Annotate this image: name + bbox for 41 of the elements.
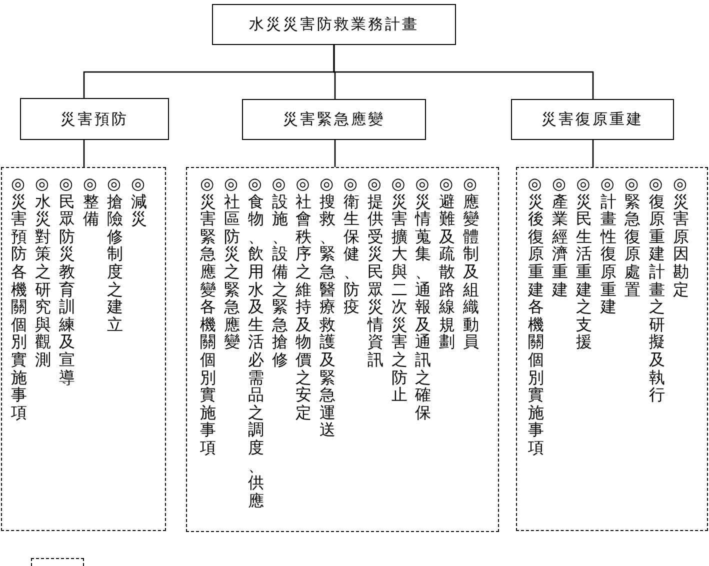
list-item-text: ◎災害原因勘定 — [673, 175, 689, 298]
connector-line — [83, 140, 85, 167]
list-item-text: ◎避難及疏散路線規劃 — [439, 175, 456, 351]
list-item-text: ◎設施、設備之緊急搶修 — [272, 175, 288, 369]
list-item-text: ◎災民生活重建之支援 — [576, 175, 592, 351]
list-item-text: ◎社會秩序之維持及物價之安定 — [296, 175, 312, 422]
list-item-text: ◎提供受災民眾災情資訊 — [367, 175, 384, 369]
list-item-text: ◎復原重建計畫之研擬及執行 — [648, 175, 665, 404]
list-item-text: ◎計畫性復原重建 — [600, 175, 616, 316]
category-box — [242, 99, 426, 140]
list-item-text: ◎災害緊急應變各機關個別實施事項 — [200, 175, 216, 456]
category-label: 災害緊急應變 — [283, 110, 385, 129]
list-item-text: ◎災後復原重建各機關個別實施事項 — [528, 175, 544, 456]
category-label: 災害預防 — [60, 110, 128, 128]
category-box — [511, 99, 674, 140]
dashed-panel — [516, 167, 708, 531]
list-item-text: ◎災害預防各機關個別實施事項 — [11, 175, 27, 422]
list-item-text: ◎災害擴大與二次災害之防止 — [391, 175, 408, 404]
list-item-text: ◎搶險修制度之建立 — [107, 175, 123, 334]
list-item-text: ◎應變體制及組織動員 — [463, 175, 479, 351]
list-item-text: ◎產業經濟重建 — [552, 175, 568, 298]
list-item-text: ◎災情蒐集、通報及通訊之確保 — [415, 175, 432, 422]
category-label: 災害復原重建 — [542, 110, 644, 129]
list-item-text: ◎衛生保健、防疫 — [344, 175, 360, 316]
list-item-text: ◎食物、飲用水及生活必需品之調度、供應 — [248, 175, 264, 510]
list-item-text: ◎減災 — [131, 175, 147, 228]
heading-text: 水災災害防救業務計畫 — [249, 15, 419, 34]
dashed-panel — [1, 167, 166, 531]
connector-line — [333, 45, 594, 99]
title-box — [212, 4, 456, 45]
list-item-text: ◎緊急復原處置 — [624, 175, 641, 298]
list-item-text: ◎整備 — [83, 175, 99, 228]
connector-line — [334, 140, 336, 167]
list-item-text: ◎水災對策之研究與觀測 — [35, 175, 51, 369]
connector-line — [592, 140, 594, 167]
category-box — [20, 98, 169, 140]
list-item-text: ◎搜救、緊急醫療救護及緊急運送 — [320, 175, 336, 439]
list-item-text: ◎民眾防災教育訓練及宣導 — [59, 175, 75, 386]
dashed-panel — [186, 167, 499, 532]
list-item-text: ◎社區防災之緊急應變 — [224, 175, 240, 351]
dashed-box — [31, 558, 84, 566]
